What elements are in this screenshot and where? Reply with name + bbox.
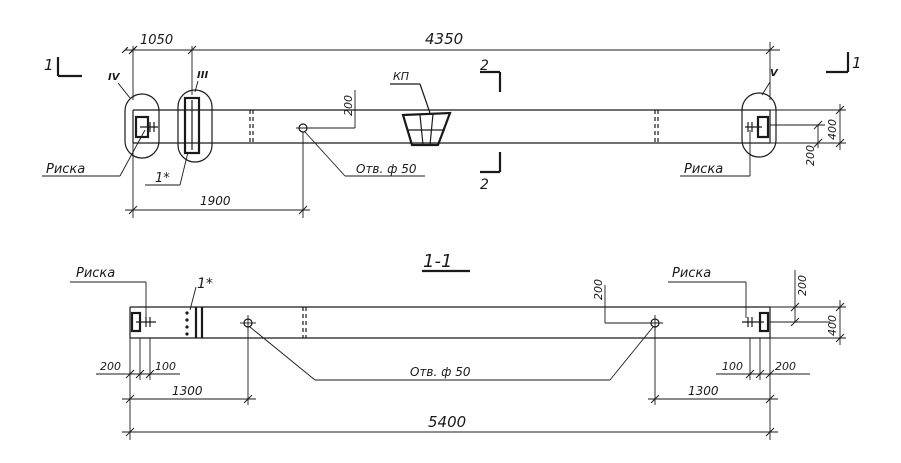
riska-label-left: Риска [46, 162, 85, 177]
section-label-1-left: 1 [44, 56, 54, 74]
dim-1900: 1900 [200, 194, 231, 208]
riska-label-right: Риска [684, 162, 723, 177]
section-2-label-bottom: 2 [480, 177, 489, 193]
dim-400-right: 400 [826, 315, 839, 336]
embedded-plate [183, 96, 201, 155]
dim-200-right: 200 [775, 360, 796, 373]
dim-4350: 4350 [425, 30, 463, 48]
dim-1300-left: 1300 [172, 384, 203, 398]
riska-label-right: Риска [672, 266, 711, 281]
plate-1star-label: 1* [197, 276, 213, 292]
callout-oval-v [741, 92, 777, 158]
dim-100-right: 100 [722, 360, 743, 373]
callout-oval-iv [124, 93, 160, 159]
dim-200-hole: 200 [342, 95, 355, 116]
dim-100-left: 100 [155, 360, 176, 373]
riska-label-left: Риска [76, 266, 115, 281]
dim-200-top-right: 200 [796, 275, 809, 296]
hole-label: Отв. ф 50 [356, 162, 417, 176]
dim-200-right: 200 [804, 145, 817, 166]
dim-200-hole: 200 [592, 279, 605, 300]
plan-view: 1 1 1050 4350 IV III V 2 2 КП 200 400 20… [42, 30, 862, 218]
section-view: 1-1 [70, 251, 846, 440]
hole-label: Отв. ф 50 [410, 365, 471, 379]
dim-5400: 5400 [428, 413, 466, 431]
dim-200-left: 200 [100, 360, 121, 373]
section-label-1-right: 1 [852, 54, 862, 72]
kp-detail [401, 111, 452, 147]
callout-v-label: V [770, 68, 779, 79]
dim-1050: 1050 [140, 33, 173, 48]
plate-1star-label: 1* [155, 171, 170, 186]
dim-1300-right: 1300 [688, 384, 719, 398]
section-title: 1-1 [423, 251, 452, 272]
callout-iii-label: III [197, 70, 208, 81]
callout-iv-label: IV [108, 72, 121, 83]
kp-label: КП [393, 70, 409, 83]
dim-400-right: 400 [826, 119, 839, 140]
callout-oval-iii [177, 89, 213, 163]
section-2-label-top: 2 [480, 58, 489, 74]
